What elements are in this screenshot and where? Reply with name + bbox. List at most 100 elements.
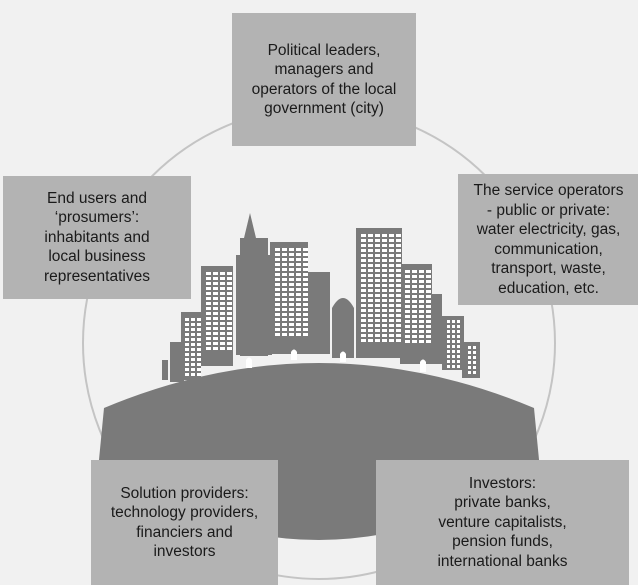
window xyxy=(389,304,394,307)
window xyxy=(206,297,211,300)
window xyxy=(213,282,218,285)
window xyxy=(473,351,476,354)
window xyxy=(220,307,225,310)
window xyxy=(382,294,387,297)
window xyxy=(303,288,308,291)
window xyxy=(368,284,373,287)
window xyxy=(368,239,373,242)
window xyxy=(296,303,301,306)
window xyxy=(197,348,201,351)
window xyxy=(375,279,380,282)
window xyxy=(303,258,308,261)
window xyxy=(289,253,294,256)
window xyxy=(296,293,301,296)
window xyxy=(396,314,401,317)
window xyxy=(375,234,380,237)
window xyxy=(457,330,460,333)
window xyxy=(368,329,373,332)
window xyxy=(282,328,287,331)
window xyxy=(452,360,455,363)
window xyxy=(382,304,387,307)
window xyxy=(389,289,394,292)
window xyxy=(185,318,189,321)
window xyxy=(447,350,450,353)
window xyxy=(361,279,366,282)
window xyxy=(206,337,211,340)
window xyxy=(296,318,301,321)
window xyxy=(361,244,366,247)
window xyxy=(296,308,301,311)
window xyxy=(426,280,431,283)
window xyxy=(185,328,189,331)
window xyxy=(396,249,401,252)
window xyxy=(447,325,450,328)
window xyxy=(197,358,201,361)
window xyxy=(382,289,387,292)
window xyxy=(220,317,225,320)
window xyxy=(282,313,287,316)
window xyxy=(382,269,387,272)
window xyxy=(396,279,401,282)
window xyxy=(303,323,308,326)
window xyxy=(213,327,218,330)
window xyxy=(452,355,455,358)
window xyxy=(426,330,431,333)
window xyxy=(220,272,225,275)
window xyxy=(289,328,294,331)
window xyxy=(303,278,308,281)
window xyxy=(382,339,387,342)
window xyxy=(405,320,410,323)
window xyxy=(426,325,431,328)
window xyxy=(206,312,211,315)
window xyxy=(206,342,211,345)
window xyxy=(368,264,373,267)
window xyxy=(396,264,401,267)
window xyxy=(220,287,225,290)
window xyxy=(191,363,195,366)
window xyxy=(220,347,225,350)
window xyxy=(361,264,366,267)
window xyxy=(303,298,308,301)
window xyxy=(426,315,431,318)
building-windows xyxy=(185,234,476,376)
window xyxy=(405,310,410,313)
window xyxy=(382,249,387,252)
window xyxy=(275,308,280,311)
window xyxy=(361,304,366,307)
window xyxy=(405,340,410,343)
window xyxy=(213,292,218,295)
window xyxy=(275,313,280,316)
window xyxy=(361,254,366,257)
window xyxy=(452,345,455,348)
window xyxy=(457,320,460,323)
window xyxy=(197,368,201,371)
window xyxy=(206,347,211,350)
window xyxy=(282,263,287,266)
window xyxy=(213,277,218,280)
window xyxy=(396,304,401,307)
window xyxy=(191,318,195,321)
window xyxy=(468,371,471,374)
window xyxy=(426,270,431,273)
window xyxy=(213,297,218,300)
window xyxy=(375,289,380,292)
window xyxy=(289,333,294,336)
window xyxy=(382,299,387,302)
window xyxy=(368,334,373,337)
window xyxy=(426,335,431,338)
window xyxy=(213,272,218,275)
window xyxy=(412,285,417,288)
window xyxy=(396,329,401,332)
window xyxy=(191,333,195,336)
window xyxy=(191,323,195,326)
window xyxy=(303,313,308,316)
window xyxy=(419,285,424,288)
window xyxy=(426,295,431,298)
window xyxy=(368,269,373,272)
window xyxy=(375,254,380,257)
window xyxy=(389,234,394,237)
window xyxy=(368,304,373,307)
window xyxy=(375,249,380,252)
window xyxy=(289,303,294,306)
window xyxy=(227,342,232,345)
